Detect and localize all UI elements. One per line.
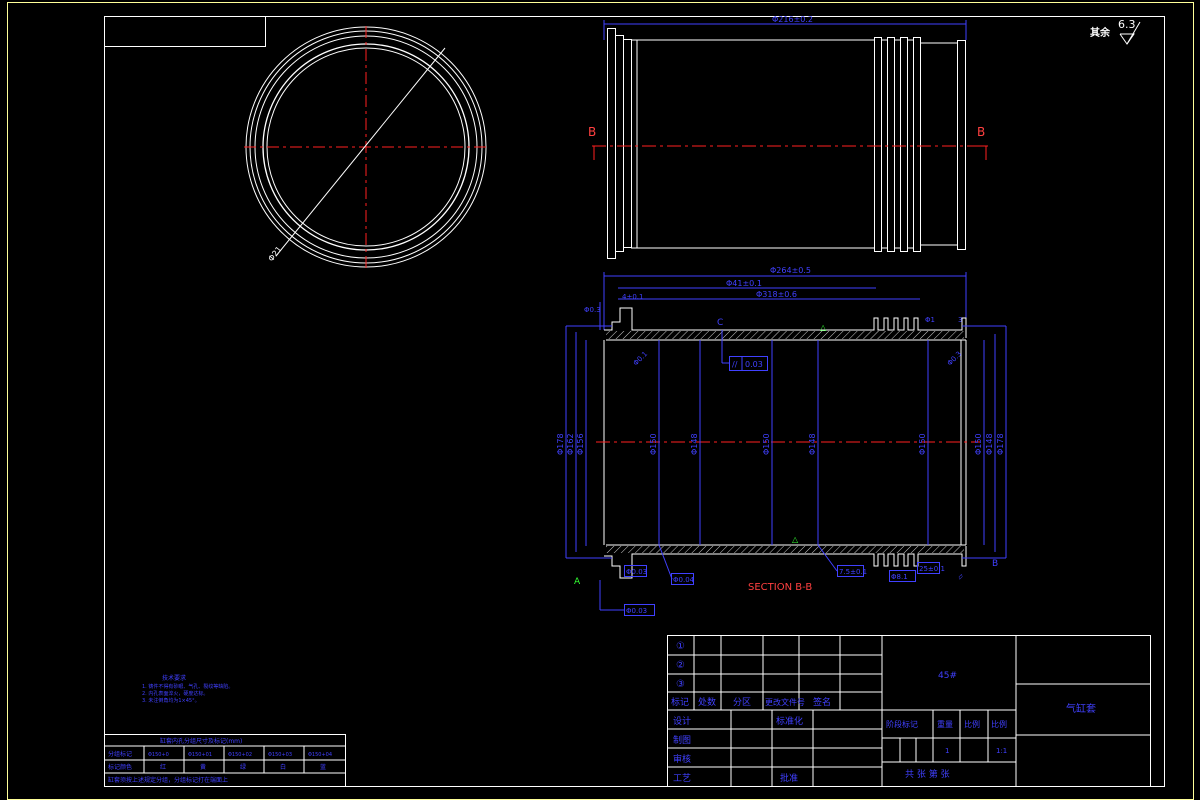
section-inner-vdim-4: Φ148 xyxy=(808,433,817,455)
section-top-dim-3: Φ318±0.6 xyxy=(756,290,797,299)
bottom-box-3: Φ0.03 xyxy=(626,607,647,615)
rev-mark-3: ③ xyxy=(676,679,685,690)
rev-header-2: 分区 xyxy=(733,697,751,708)
tb-review: 审核 xyxy=(673,753,691,765)
section-left-vdim-3: Φ156 xyxy=(576,433,585,455)
tb-material: 45# xyxy=(938,671,957,681)
rev-header-0: 标记 xyxy=(671,696,689,708)
bottom-box-6: 25±0.1 xyxy=(919,565,945,573)
section-top-dim-6: 3 xyxy=(958,316,962,324)
grade-r-4: 白 xyxy=(280,763,286,771)
roughness-label: 其余 xyxy=(1090,26,1111,39)
grade-h-1: Φ150+0 xyxy=(148,752,169,758)
section-top-dim-4: 4±0.1 xyxy=(622,293,643,301)
section-left-vdim-2: Φ162 xyxy=(566,433,575,455)
section-left-annot-1: Φ0.3 xyxy=(584,306,601,314)
tb-stage-0: 阶段标记 xyxy=(886,719,918,729)
grade-footer: 缸套须按上述规定分组，分组标记打在端面上 xyxy=(108,776,228,784)
section-inner-vdim-3: Φ150 xyxy=(762,433,771,455)
grade-r-0: 标记颜色 xyxy=(108,763,132,771)
tb-standardization: 标准化 xyxy=(776,715,803,727)
grade-h-4: Φ150+03 xyxy=(268,752,292,758)
grade-table-title: 缸套内孔分组尺寸及标记(mm) xyxy=(160,737,242,745)
notes-line-1: 1. 铸件不得有砂眼、气孔、裂纹等缺陷。 xyxy=(142,683,233,690)
roughness-value: 6.3 xyxy=(1118,18,1136,31)
grade-h-2: Φ150+01 xyxy=(188,752,212,758)
tb-sheet-value: 1:1 xyxy=(996,747,1007,755)
section-inner-vdim-1: Φ150 xyxy=(649,433,658,455)
tb-design: 设计 xyxy=(673,715,691,727)
code-box xyxy=(104,16,266,47)
section-right-vdim-2: Φ148 xyxy=(985,433,994,455)
notes-line-2: 2. 内孔表面淬火，硬度达标。 xyxy=(142,690,208,697)
grade-r-1: 红 xyxy=(160,763,166,771)
section-left-vdim-1: Φ178 xyxy=(556,433,565,455)
grade-h-3: Φ150+02 xyxy=(228,752,252,758)
green-mark-bottom: △ xyxy=(792,535,799,544)
section-view: Φ264±0.5 Φ41±0.1 Φ318±0.6 4±0.1 Φ1 3 Φ0.… xyxy=(556,266,1007,616)
rev-mark-1: ① xyxy=(676,641,685,652)
tb-approval: 批准 xyxy=(780,772,798,784)
datum-right-label: B xyxy=(992,559,998,569)
bottom-box-5: Φ8.1 xyxy=(891,573,908,581)
grade-h-0: 分组标记 xyxy=(108,750,132,758)
grade-r-5: 蓝 xyxy=(320,763,326,771)
tb-scale-value: 1 xyxy=(945,747,949,755)
section-flatness-label: ⏥ xyxy=(956,572,966,582)
section-title: SECTION B-B xyxy=(748,582,812,593)
grade-r-3: 绿 xyxy=(240,763,246,771)
roughness-symbol: 其余 6.3 xyxy=(1090,18,1141,45)
green-mark-top: △ xyxy=(820,323,827,332)
tol-box-value: 0.03 xyxy=(745,360,763,369)
section-left-annot-2: Φ0.1 xyxy=(632,350,649,367)
technical-notes: 技术要求 1. 铸件不得有砂眼、气孔、裂纹等缺陷。 2. 内孔表面淬火，硬度达标… xyxy=(142,674,233,704)
section-top-dim-2: Φ41±0.1 xyxy=(726,279,762,288)
tb-sheets: 共 张 第 张 xyxy=(905,768,950,780)
rev-header-4: 签名 xyxy=(813,696,831,708)
grade-h-5: Φ150+04 xyxy=(308,752,332,758)
section-marker-left: B xyxy=(588,125,596,139)
bottom-box-2: Φ0.04 xyxy=(673,576,695,584)
tb-drafting: 制图 xyxy=(673,734,691,746)
section-right-vdim-3: Φ178 xyxy=(996,433,1005,455)
tb-stage-2: 比例 xyxy=(964,719,980,729)
rev-header-1: 处数 xyxy=(698,696,716,708)
circle-diameter-label: Φ21 xyxy=(266,245,283,264)
title-block: ① ② ③ 标记 处数 分区 更改文件号 签名 设计 标准化 制图 审核 工艺 … xyxy=(667,635,1151,787)
rev-header-3: 更改文件号 xyxy=(765,697,805,707)
section-top-dim-5: Φ1 xyxy=(925,316,935,324)
diameter-leader xyxy=(275,47,446,257)
tb-stage-3: 比例 xyxy=(991,719,1007,729)
tb-process: 工艺 xyxy=(673,773,691,784)
notes-line-3: 3. 未注倒角均为1×45°。 xyxy=(142,697,200,704)
front-view: Φ216±0.2 B B xyxy=(588,15,988,259)
bottom-box-4: 7.5±0.1 xyxy=(839,568,867,576)
bottom-box-1: Φ0.03 xyxy=(626,568,647,576)
section-right-vdim-1: Φ150 xyxy=(974,433,983,455)
section-marker-right: B xyxy=(977,125,985,139)
section-top-dim-1: Φ264±0.5 xyxy=(770,266,811,275)
grade-r-2: 黄 xyxy=(200,763,206,771)
front-top-dimension: Φ216±0.2 xyxy=(772,15,813,24)
circle-view: Φ21 xyxy=(244,26,488,268)
inner-frame-border xyxy=(104,16,1165,787)
datum-left-label: A xyxy=(574,577,581,587)
section-inner-vdim-5: Φ150 xyxy=(918,433,927,455)
rev-mark-2: ② xyxy=(676,660,685,671)
tb-stage-1: 重量 xyxy=(937,719,953,729)
grade-table: 缸套内孔分组尺寸及标记(mm) 分组标记 Φ150+0 Φ150+01 Φ150… xyxy=(104,734,346,787)
tol-box-symbol: // xyxy=(732,360,738,369)
datum-top-label: C xyxy=(717,318,723,328)
tb-part-name: 气缸套 xyxy=(1066,702,1096,715)
section-inner-vdim-2: Φ148 xyxy=(690,433,699,455)
notes-title: 技术要求 xyxy=(162,674,186,682)
